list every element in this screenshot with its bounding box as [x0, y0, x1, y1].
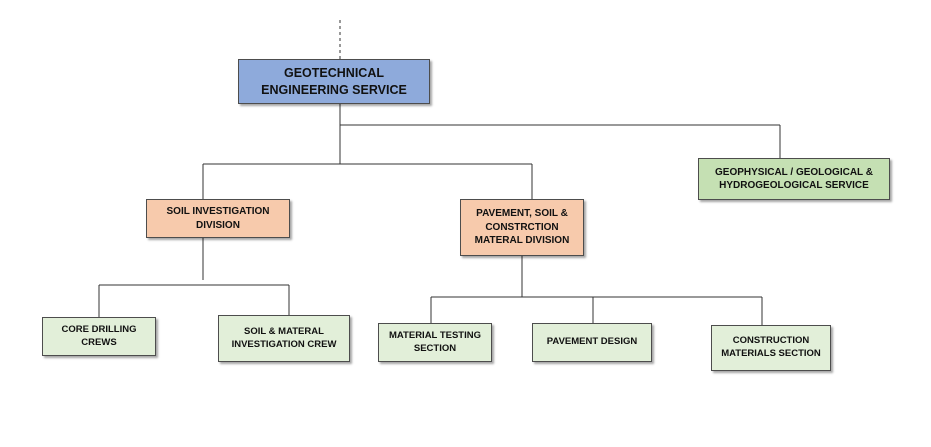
node-construction-materials-section: CONSTRUCTION MATERIALS SECTION	[711, 325, 831, 371]
node-geotechnical-engineering-service: GEOTECHNICAL ENGINEERING SERVICE	[238, 59, 430, 104]
node-soil-investigation-division: SOIL INVESTIGATION DIVISION	[146, 199, 290, 238]
node-geophysical-geological-hydrogeological-service: GEOPHYSICAL / GEOLOGICAL & HYDROGEOLOGIC…	[698, 158, 890, 200]
node-pavement-design: PAVEMENT DESIGN	[532, 323, 652, 362]
node-material-testing-section: MATERIAL TESTING SECTION	[378, 323, 492, 362]
node-soil-material-investigation-crew: SOIL & MATERAL INVESTIGATION CREW	[218, 315, 350, 362]
node-pavement-soil-construction-material-division: PAVEMENT, SOIL & CONSTRCTION MATERAL DIV…	[460, 199, 584, 256]
node-core-drilling-crews: CORE DRILLING CREWS	[42, 317, 156, 356]
